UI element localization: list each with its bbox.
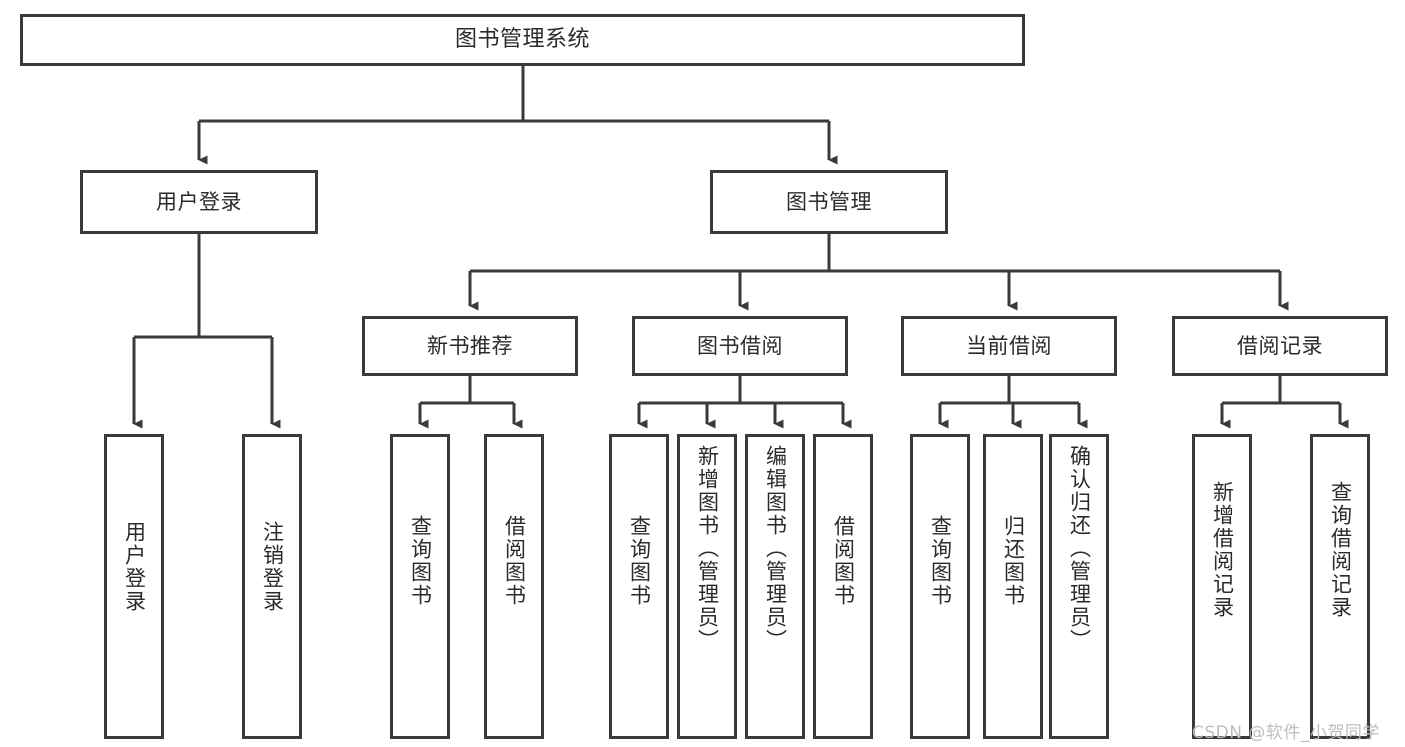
node-book-management[interactable]: 图书管理 [710, 170, 948, 234]
node-label: 用户登录 [122, 521, 147, 613]
node-leaf-query-book-recommend[interactable]: 查询图书 [390, 434, 450, 739]
edges-book-borrow-to-leaves [637, 376, 852, 429]
node-label: 查询借阅记录 [1328, 481, 1353, 619]
node-book-borrow[interactable]: 图书借阅 [632, 316, 848, 376]
node-label: 查询图书 [408, 515, 433, 607]
node-label: 借阅图书 [502, 515, 527, 607]
node-leaf-return-book[interactable]: 归还图书 [983, 434, 1043, 739]
node-leaf-query-book-current[interactable]: 查询图书 [910, 434, 970, 739]
node-label: 图书借阅 [697, 333, 783, 358]
edges-borrow-record-to-leaves [1220, 376, 1349, 429]
csdn-watermark: CSDN @软件_小贺同学 [1192, 723, 1380, 743]
edges-user-login-to-leaves [132, 234, 281, 429]
node-leaf-query-borrow-record[interactable]: 查询借阅记录 [1310, 434, 1370, 739]
edges-root-to-level2 [197, 66, 838, 165]
node-leaf-add-borrow-record[interactable]: 新增借阅记录 [1192, 434, 1252, 739]
node-leaf-confirm-return[interactable]: 确认归还（管理员） [1049, 434, 1109, 739]
node-leaf-add-book[interactable]: 新增图书（管理员） [677, 434, 737, 739]
node-label: 借阅图书 [831, 515, 856, 607]
node-label: 图书管理系统 [454, 27, 590, 53]
node-new-book-recommend[interactable]: 新书推荐 [362, 316, 578, 376]
node-borrow-record[interactable]: 借阅记录 [1172, 316, 1388, 376]
node-root-system[interactable]: 图书管理系统 [20, 14, 1025, 66]
edges-new-book-recommend-to-leaves [418, 376, 523, 429]
node-label: 归还图书 [1001, 515, 1026, 607]
node-label: 注销登录 [260, 521, 285, 613]
node-leaf-borrow-book-recommend[interactable]: 借阅图书 [484, 434, 544, 739]
node-label: 编辑图书（管理员） [763, 445, 788, 652]
node-label: 新增图书（管理员） [695, 445, 720, 652]
node-label: 借阅记录 [1237, 333, 1323, 358]
edges-book-management-to-level3 [468, 234, 1289, 311]
node-leaf-query-book-borrow[interactable]: 查询图书 [609, 434, 669, 739]
node-leaf-logout[interactable]: 注销登录 [242, 434, 302, 739]
node-label: 新增借阅记录 [1210, 481, 1235, 619]
node-label: 用户登录 [156, 189, 242, 214]
node-label: 图书管理 [786, 189, 872, 214]
node-label: 确认归还（管理员） [1067, 445, 1092, 652]
node-user-login[interactable]: 用户登录 [80, 170, 318, 234]
node-label: 新书推荐 [427, 333, 513, 358]
node-label: 查询图书 [928, 515, 953, 607]
node-leaf-borrow-book[interactable]: 借阅图书 [813, 434, 873, 739]
edges-current-borrow-to-leaves [938, 376, 1088, 429]
node-current-borrow[interactable]: 当前借阅 [901, 316, 1117, 376]
node-leaf-user-login[interactable]: 用户登录 [104, 434, 164, 739]
node-label: 查询图书 [627, 515, 652, 607]
node-leaf-edit-book[interactable]: 编辑图书（管理员） [745, 434, 805, 739]
node-label: 当前借阅 [966, 333, 1052, 358]
